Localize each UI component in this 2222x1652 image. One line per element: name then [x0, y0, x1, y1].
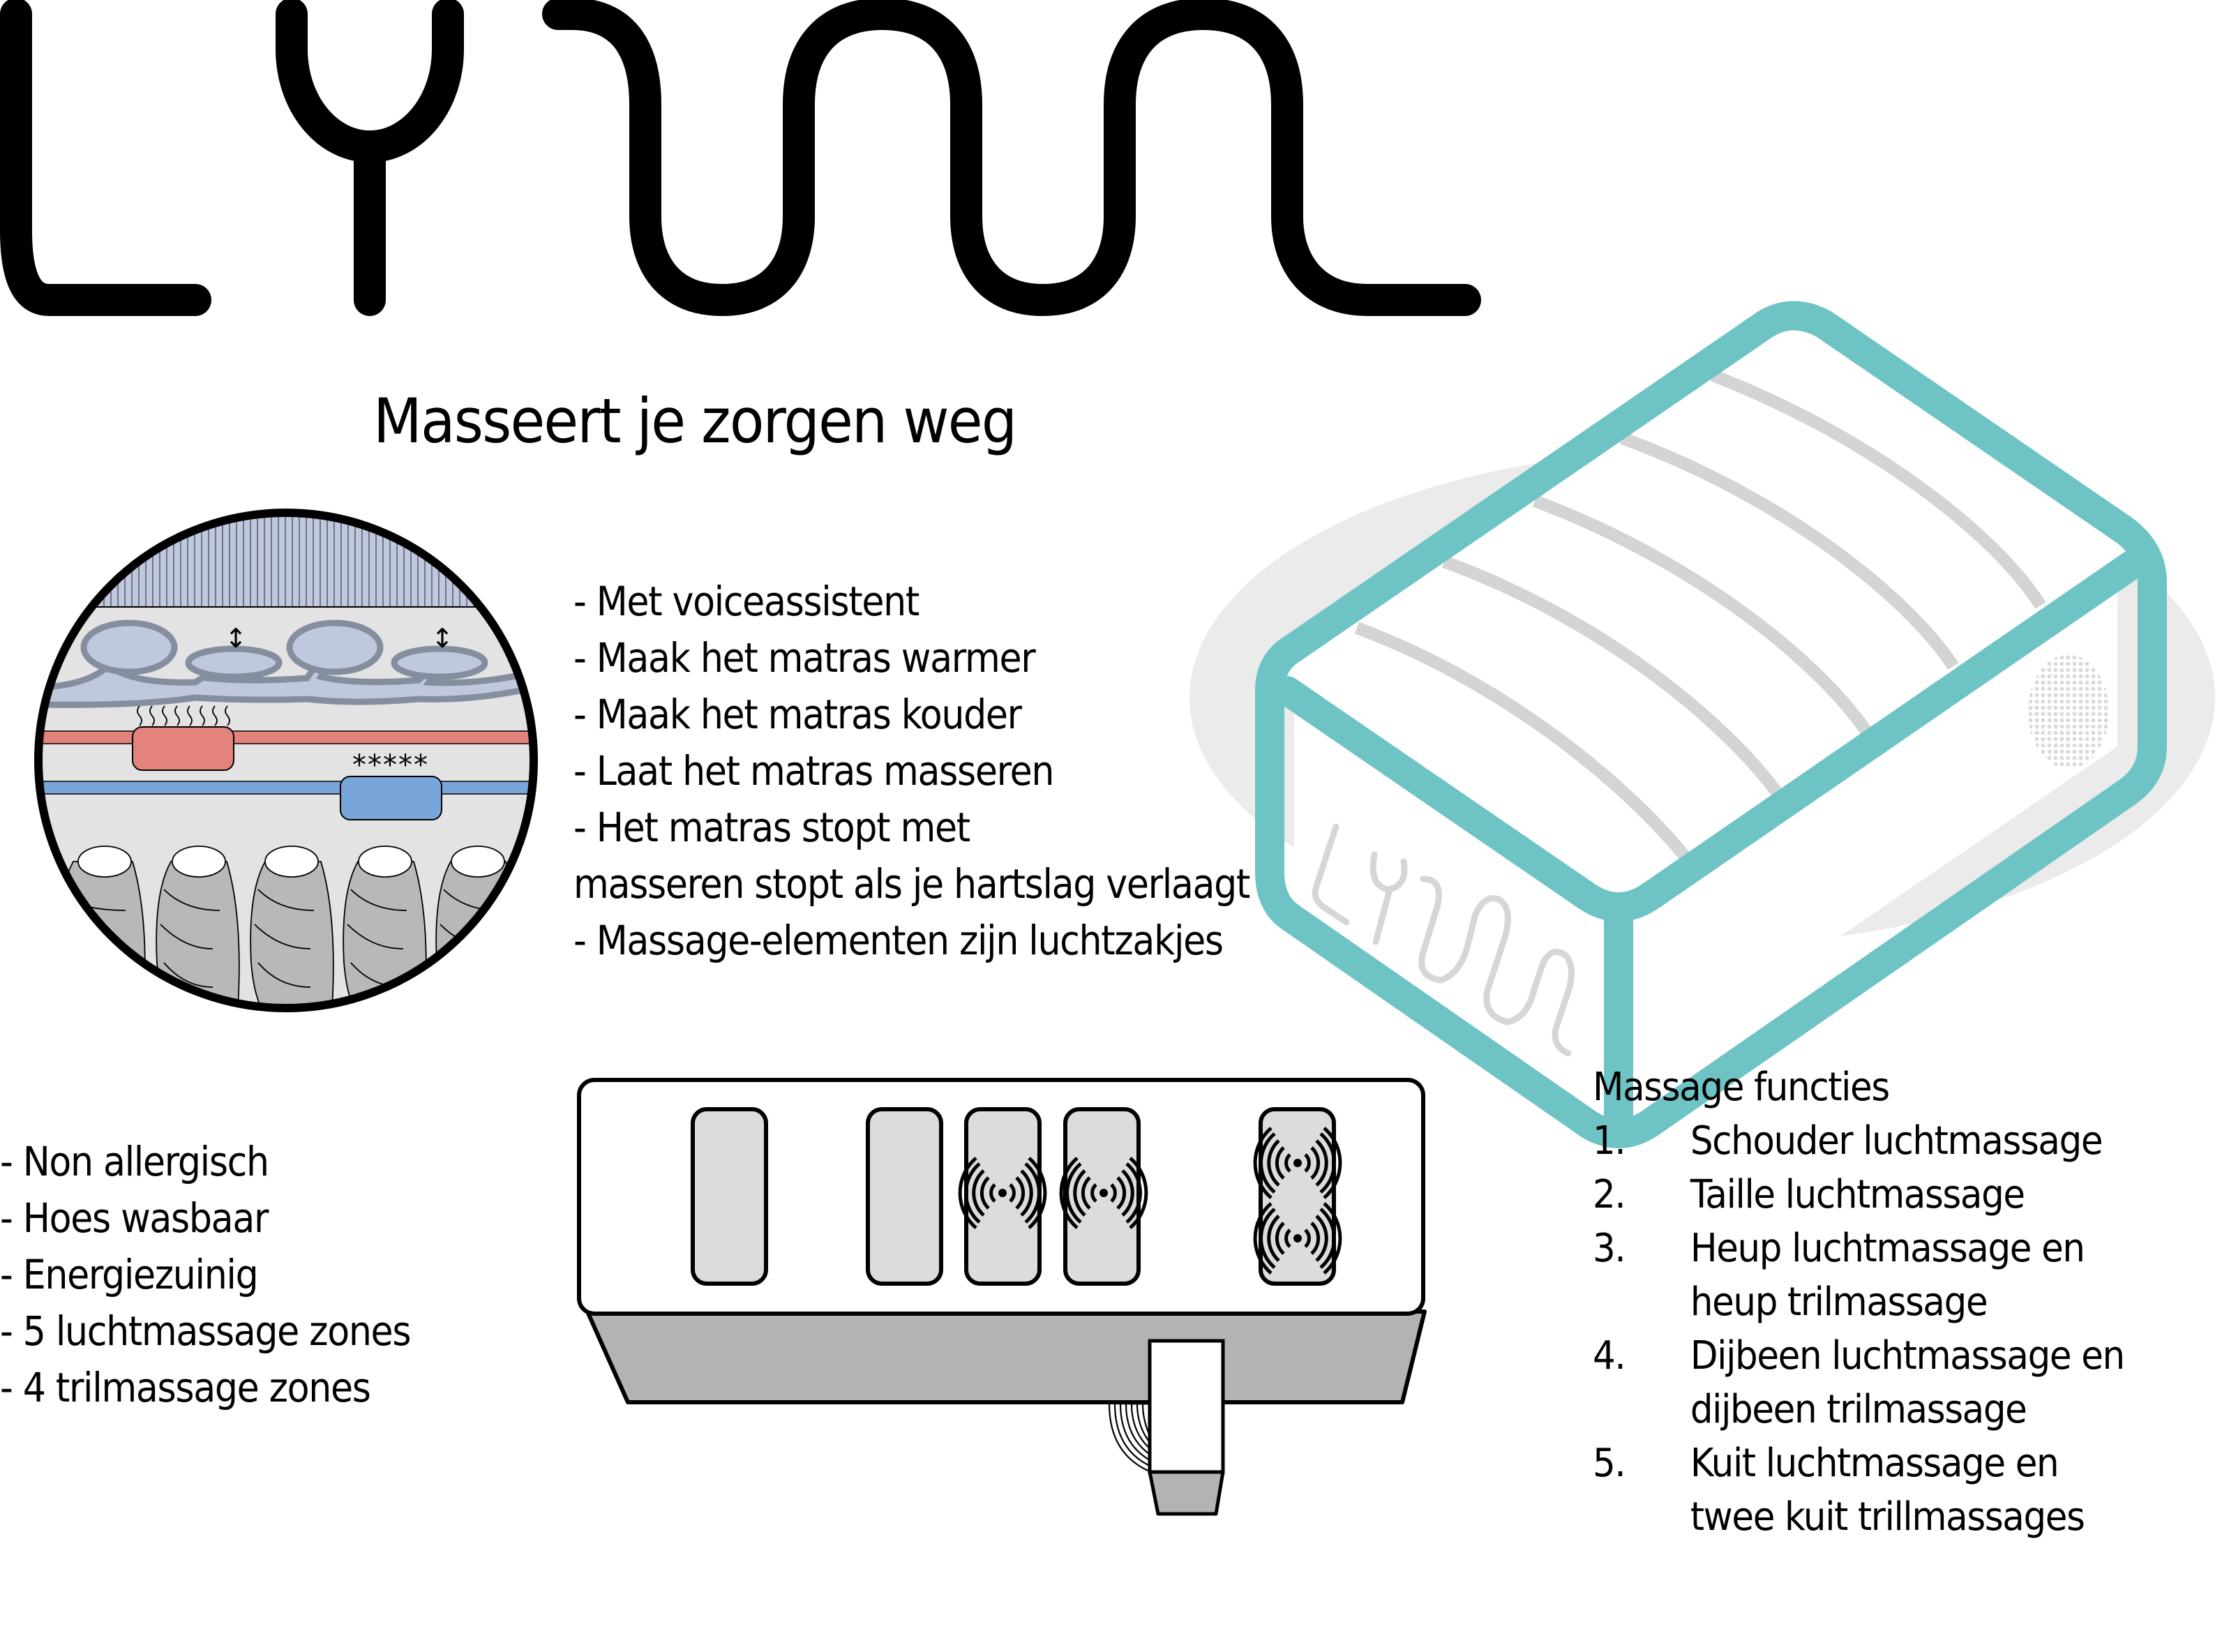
- mattress-isometric-illustration: [1189, 301, 2215, 1148]
- property-item: - Hoes wasbaar: [0, 1194, 269, 1242]
- massage-function-item-cont: dijbeen trilmassage: [1690, 1387, 2027, 1432]
- heating-element: [132, 726, 234, 771]
- feature-item: - Met voiceassistent: [573, 578, 919, 625]
- mattress-base: [585, 1309, 1427, 1404]
- cooling-element: [340, 776, 442, 820]
- control-unit-box: [1148, 1339, 1225, 1474]
- mattress-right-face: [1619, 562, 2117, 1088]
- feature-item: - Laat het matras masseren: [573, 747, 1054, 795]
- massage-function-item: 3.Heup luchtmassage en: [1593, 1226, 2085, 1271]
- air-zone-waist: [866, 1107, 943, 1286]
- section-border: [34, 509, 538, 1012]
- mattress-frame-outline: [1255, 301, 2167, 1148]
- massage-functions-title: Massage functies: [1593, 1065, 1890, 1110]
- feature-item: - Maak het matras kouder: [573, 691, 1022, 738]
- heating-wire: [38, 730, 534, 744]
- feature-item: - Maak het matras warmer: [573, 634, 1036, 682]
- mattress-top-face: [1284, 325, 2129, 906]
- massage-zones-top-view: [577, 1078, 1427, 1516]
- massage-function-item-cont: heup trilmassage: [1690, 1279, 1988, 1325]
- cooling-wire: [38, 781, 534, 795]
- logo-letter-y-arms: [276, 0, 464, 163]
- embossed-logo: [1312, 823, 1575, 1057]
- massage-function-item: 4.Dijbeen luchtmassage en: [1593, 1333, 2125, 1379]
- massage-function-item: 2.Taille luchtmassage: [1593, 1172, 2025, 1217]
- logo-wave: [542, 0, 1481, 317]
- logo-letter-l: [0, 0, 211, 316]
- massage-functions: Massage functies 1.Schouder luchtmassage…: [1593, 1060, 2170, 1544]
- air-zone-shoulder: [691, 1107, 768, 1286]
- top-quilting-lines: [1354, 369, 2046, 869]
- massage-function-item: 1.Schouder luchtmassage: [1593, 1118, 2103, 1164]
- property-item: - 5 luchtmassage zones: [0, 1307, 412, 1355]
- property-list: - Non allergisch - Hoes wasbaar - Energi…: [0, 1134, 456, 1416]
- property-item: - Energiezuinig: [0, 1251, 259, 1298]
- snowflake-icon: *****: [352, 749, 429, 781]
- air-arrow-icon: ↕: [225, 623, 247, 654]
- feature-list: - Met voiceassistent - Maak het matras w…: [573, 573, 1325, 969]
- feature-item: - Het matras stopt met: [573, 804, 970, 851]
- mattress-front-face: [1294, 659, 1605, 1088]
- control-unit-base: [1148, 1470, 1225, 1516]
- pocket-springs: [58, 846, 519, 1008]
- heat-waves-icon: [137, 705, 230, 726]
- mattress-cross-section-diagram: ↕ ↕ *****: [34, 509, 538, 1012]
- power-cable-coil: [1108, 1402, 1152, 1473]
- speaker-grille-icon: [2028, 654, 2109, 769]
- lynn-logo: [0, 0, 1481, 317]
- massage-function-item: 5.Kuit luchtmassage en: [1593, 1441, 2059, 1486]
- property-item: - Non allergisch: [0, 1138, 269, 1185]
- feature-item: masseren stopt als je hartslag verlaagt: [573, 860, 1250, 908]
- property-item: - 4 trilmassage zones: [0, 1364, 371, 1411]
- massage-function-item-cont: twee kuit trillmassages: [1690, 1494, 2085, 1540]
- air-chambers: [38, 620, 534, 708]
- feature-item: - Massage-elementen zijn luchtzakjes: [573, 917, 1224, 964]
- air-arrow-icon: ↕: [431, 623, 453, 654]
- tagline: Masseert je zorgen weg: [373, 385, 1017, 457]
